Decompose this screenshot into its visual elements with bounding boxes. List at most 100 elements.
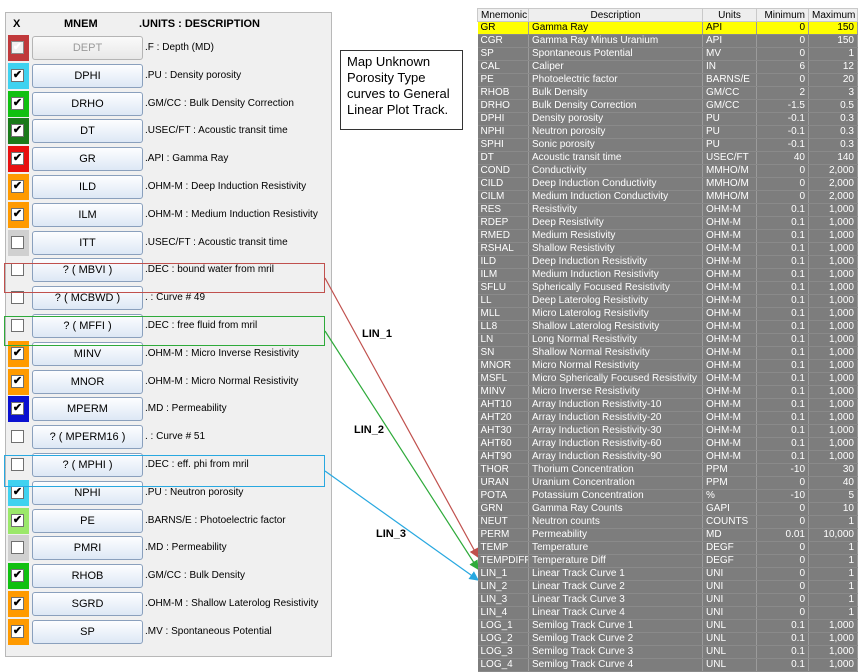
curve-mnemonic-button[interactable]: ? ( MFFI )	[32, 314, 143, 338]
curve-select-checkbox[interactable]: ✔	[11, 180, 24, 193]
curve-select-checkbox[interactable]: ✔	[11, 513, 24, 527]
curve-select-checkbox[interactable]	[11, 541, 24, 555]
curve-select-checkbox[interactable]	[11, 291, 24, 305]
curve-mnemonic-button[interactable]: GR	[32, 147, 143, 172]
curve-mnemonic-button[interactable]: ? ( MPERM16 )	[32, 425, 143, 450]
curve-mnemonic-button[interactable]: ? ( MCBWD )	[32, 286, 143, 311]
mnemonic-cell: CILM	[477, 190, 529, 204]
curve-mnemonic-button[interactable]: SP	[32, 619, 143, 644]
curve-mnemonic-button[interactable]: RHOB	[32, 564, 143, 589]
curve-mnemonic-button[interactable]: ILM	[32, 202, 143, 227]
curve-select-checkbox[interactable]: ✔	[11, 624, 24, 638]
maximum-column-header[interactable]: Maximum	[808, 8, 858, 22]
curve-mnemonic-button[interactable]: DT	[32, 119, 143, 144]
curve-mnemonic-button[interactable]: PMRI	[32, 536, 143, 561]
curve-select-checkbox[interactable]: ✔	[11, 96, 24, 110]
curve-mnemonic-button[interactable]: MNOR	[32, 369, 143, 394]
curve-mnemonic-button[interactable]: PE	[32, 508, 143, 533]
curve-mnemonic-button[interactable]: ITT	[32, 230, 143, 255]
curve-select-checkbox[interactable]: ✔	[11, 346, 24, 360]
curve-description: .PU : Density porosity	[145, 69, 242, 81]
curve-select-checkbox[interactable]	[11, 235, 24, 249]
description-cell: Spontaneous Potential	[528, 47, 703, 61]
curve-select-checkbox[interactable]: ✔	[11, 68, 24, 82]
curve-mnemonic-button[interactable]: NPHI	[32, 480, 143, 505]
curve-select-checkbox[interactable]: ✔	[11, 597, 24, 610]
curve-mnemonic-button[interactable]: DPHI	[32, 63, 143, 88]
mnemonic-column-header[interactable]: Mnemonic	[477, 8, 529, 22]
curve-select-checkbox[interactable]: ✔	[11, 124, 24, 138]
curve-mnemonic-button[interactable]: MPERM	[32, 397, 143, 422]
curve-mnemonic-button[interactable]: DEPT	[32, 36, 143, 60]
curve-mnemonic-button[interactable]: ILD	[32, 175, 143, 199]
curve-mnemonic-button[interactable]: DRHO	[32, 91, 143, 116]
curve-select-checkbox[interactable]	[11, 430, 24, 444]
curve-mnemonic-button[interactable]: SGRD	[32, 592, 143, 616]
description-column-header[interactable]: Description	[528, 8, 703, 22]
curve-mnemonic-button[interactable]: ? ( MBVI )	[32, 258, 143, 283]
curve-select-checkbox[interactable]: ✔	[11, 402, 24, 416]
curve-select-checkbox[interactable]	[11, 458, 24, 471]
units-column-header[interactable]: Units	[702, 8, 757, 22]
curve-select-checkbox[interactable]: ✔	[11, 152, 24, 166]
curve-mnemonic-button[interactable]: ? ( MPHI )	[32, 453, 143, 477]
curve-row: PMRI.MD : Permeability	[6, 535, 331, 562]
curve-select-checkbox[interactable]: ✔	[11, 374, 24, 388]
curve-select-checkbox[interactable]	[11, 319, 24, 332]
minimum-column-header[interactable]: Minimum	[756, 8, 809, 22]
curve-select-checkbox[interactable]: ✔	[11, 207, 24, 221]
units-cell: UNI	[702, 580, 757, 594]
curve-select-checkbox[interactable]: ✔	[11, 569, 24, 583]
